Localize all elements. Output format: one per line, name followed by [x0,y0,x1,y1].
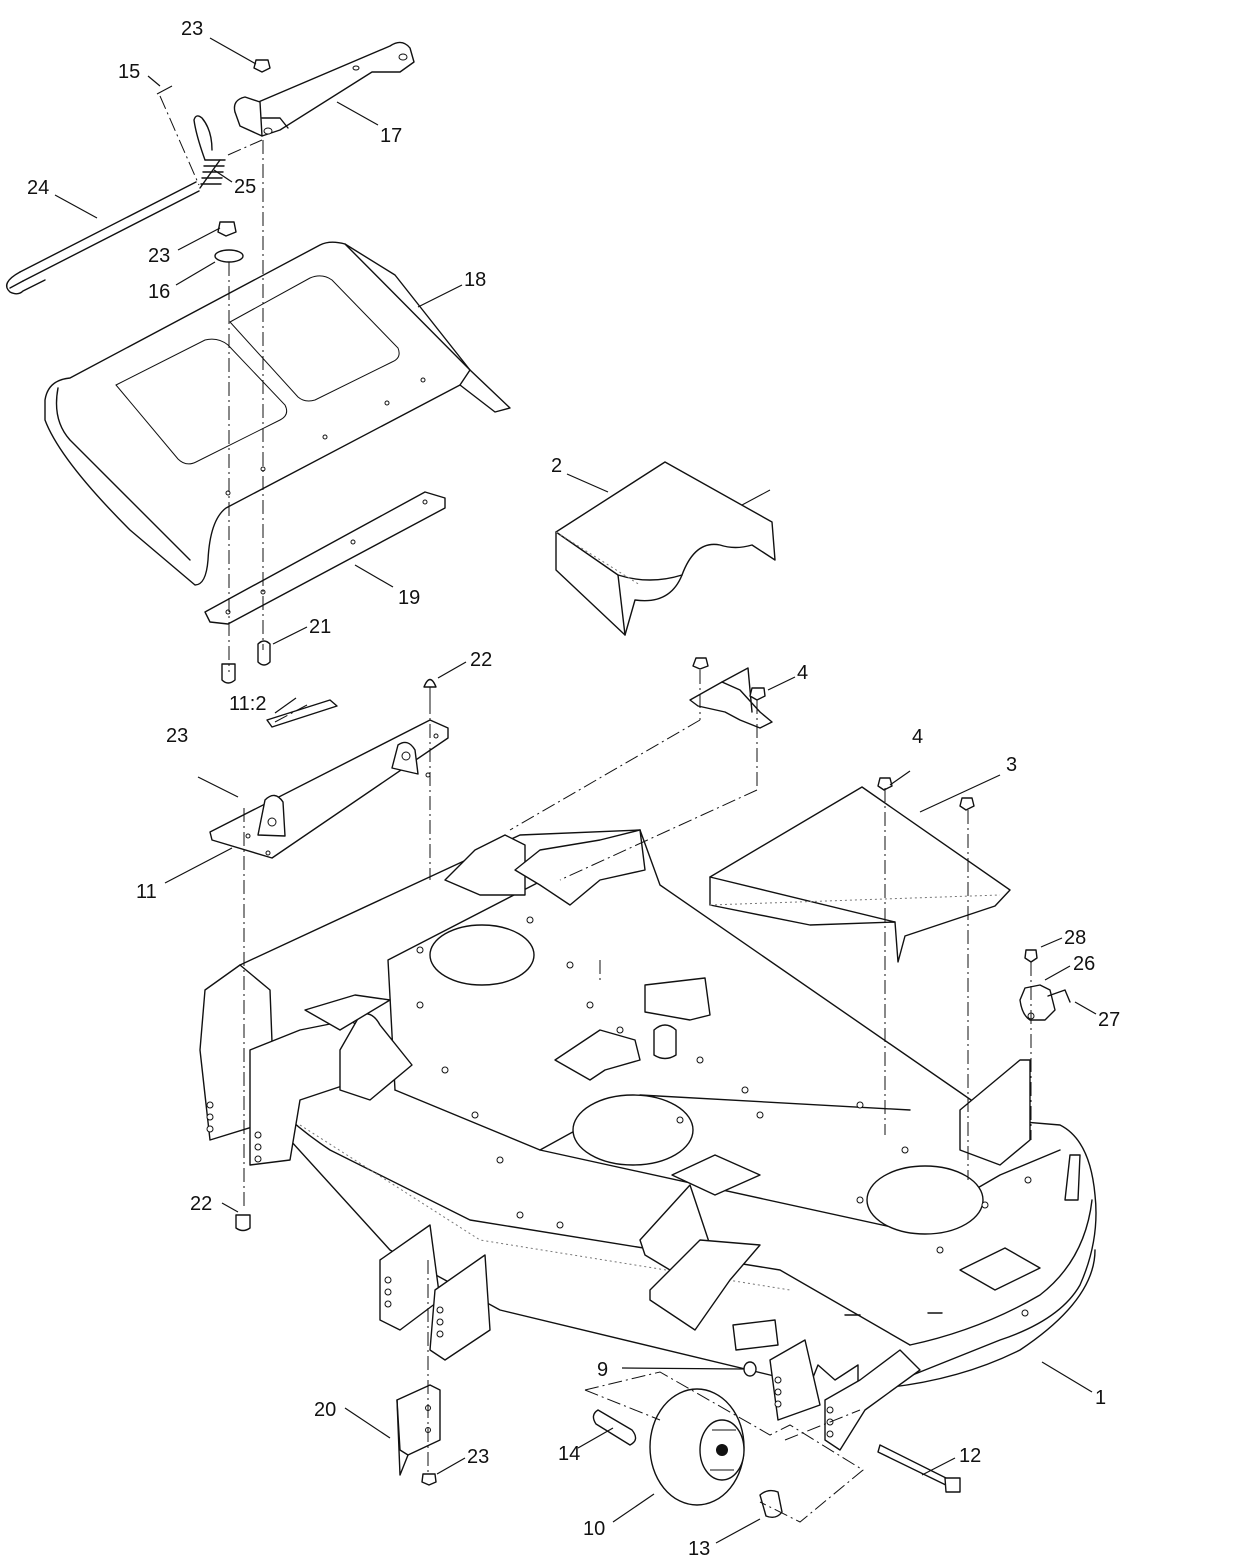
callout-23: 23 [181,18,203,40]
callout-18: 18 [464,269,486,291]
part-18-cover [44,241,511,586]
callout-10: 10 [583,1518,605,1540]
callout-26: 26 [1073,953,1095,975]
callout-4: 4 [797,662,808,684]
part-11-2-decal [266,699,338,728]
part-1-deck [199,829,1097,1451]
part-26-27-28-fitting [1019,949,1071,1021]
callout-13: 13 [688,1538,710,1560]
callout-17: 17 [380,125,402,147]
callout-15: 15 [118,61,140,83]
callout-27: 27 [1098,1009,1120,1031]
part-4-bracket [689,657,975,811]
part-25-spring [193,115,226,189]
part-10-wheel-assembly [584,1361,961,1523]
callout-labels: 23 15 17 24 25 23 16 18 2 19 21 22 11:2 … [27,18,1120,1560]
callout-16: 16 [148,281,170,303]
callout-20: 20 [314,1399,336,1421]
part-20-bracket [235,1214,441,1486]
part-11-mount-plate [209,719,449,859]
callout-2: 2 [551,455,562,477]
callout-23: 23 [467,1446,489,1468]
callout-11-2: 11:2 [229,693,266,715]
callout-19: 19 [398,587,420,609]
callout-4: 4 [912,726,923,748]
callout-22: 22 [470,649,492,671]
callout-11: 11 [136,881,157,903]
callout-12: 12 [959,1445,981,1467]
part-24-rod [6,181,200,295]
callout-leaders [54,37,1097,1544]
callout-22: 22 [190,1193,212,1215]
callout-21: 21 [309,616,331,638]
callout-23: 23 [148,245,170,267]
callout-28: 28 [1064,927,1086,949]
callout-9: 9 [597,1359,608,1381]
callout-24: 24 [27,177,49,199]
callout-1: 1 [1095,1387,1106,1409]
part-2-belt-cover [555,461,776,636]
deck-holes [416,916,1032,1317]
height-adjust-holes [206,1101,834,1438]
callout-3: 3 [1006,754,1017,776]
callout-23: 23 [166,725,188,747]
part-3-cover [709,786,1011,963]
callout-14: 14 [558,1443,580,1465]
part-17-bracket [233,41,415,137]
assembly-center-lines [159,95,1032,1475]
part-19-strip [204,491,446,625]
callout-25: 25 [234,176,256,198]
fastener-hardware-top [156,59,437,700]
